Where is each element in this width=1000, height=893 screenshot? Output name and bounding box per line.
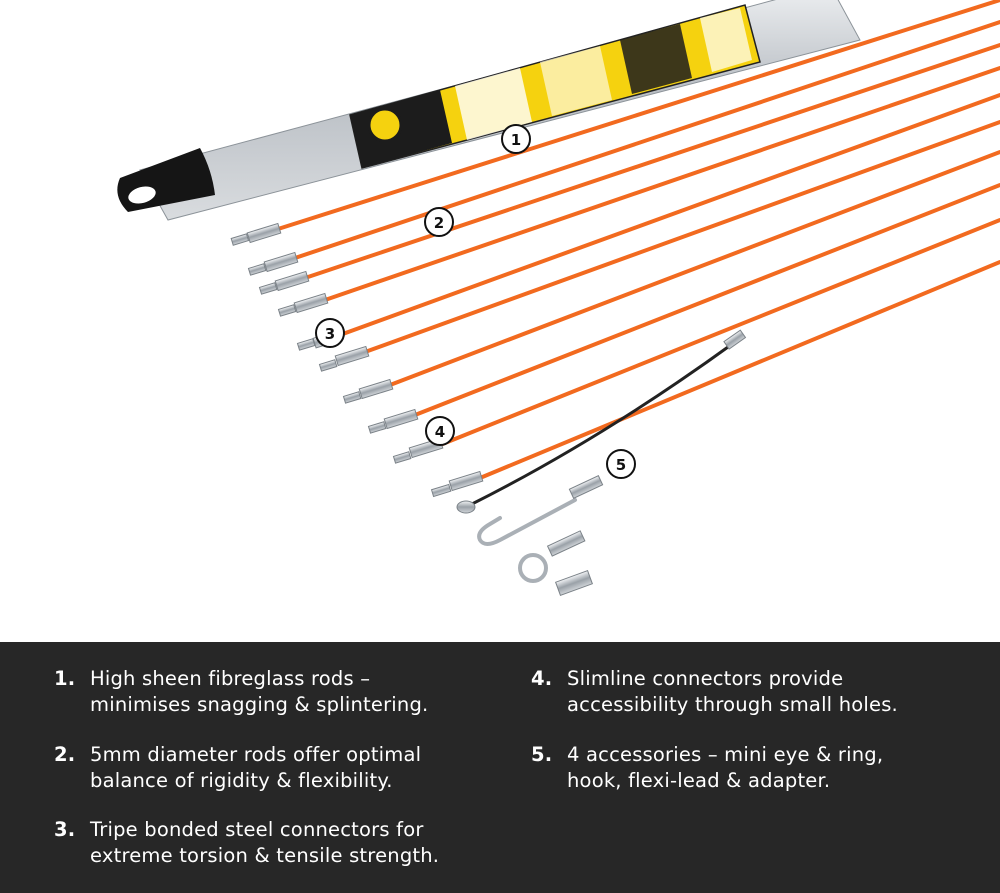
callout-badge-2: 2 xyxy=(424,207,454,237)
product-illustration: 1 2 3 4 5 xyxy=(117,0,1000,597)
svg-text:1: 1 xyxy=(511,131,521,149)
svg-text:2: 2 xyxy=(434,214,444,232)
callout-badge-3: 3 xyxy=(315,318,345,348)
svg-text:3: 3 xyxy=(325,325,335,343)
feature-number: 4. xyxy=(531,667,553,690)
rod xyxy=(438,218,1000,447)
feature-text: Tripe bonded steel connectors for extrem… xyxy=(90,818,440,867)
rod xyxy=(413,183,1000,417)
hook xyxy=(477,498,577,546)
adapter xyxy=(554,569,594,597)
callout-badge-4: 4 xyxy=(425,416,455,446)
rod xyxy=(276,0,1000,231)
feature-text: 5mm diameter rods offer optimal balance … xyxy=(90,743,422,792)
callout-badge-5: 5 xyxy=(606,449,636,479)
feature-number: 2. xyxy=(54,743,76,766)
accessories xyxy=(456,329,747,597)
rod xyxy=(478,260,1000,480)
svg-text:5: 5 xyxy=(616,456,626,474)
feature-text: Slimline connectors provide accessibilit… xyxy=(567,667,898,716)
fibreglass-rods xyxy=(276,0,1000,480)
rod-connectors xyxy=(230,222,484,498)
flexi-lead xyxy=(469,340,736,507)
rod xyxy=(303,43,1000,280)
callout-badge-1: 1 xyxy=(501,124,531,154)
feature-text: High sheen fibreglass rods – minimises s… xyxy=(90,667,429,716)
feature-number: 1. xyxy=(54,667,76,690)
storage-tube xyxy=(117,0,861,221)
svg-text:4: 4 xyxy=(435,423,445,441)
ring xyxy=(518,553,548,583)
feature-number: 3. xyxy=(54,818,76,841)
brand-logo-badge xyxy=(367,107,403,143)
feature-text: 4 accessories – mini eye & ring, hook, f… xyxy=(567,743,884,792)
feature-number: 5. xyxy=(531,743,553,766)
rod xyxy=(323,66,1000,302)
rod xyxy=(363,120,1000,354)
mini-eye xyxy=(456,500,476,514)
features-panel: 1. High sheen fibreglass rods – minimise… xyxy=(0,642,1000,893)
rod xyxy=(293,20,1000,260)
rod xyxy=(388,150,1000,387)
rod xyxy=(338,93,1000,337)
